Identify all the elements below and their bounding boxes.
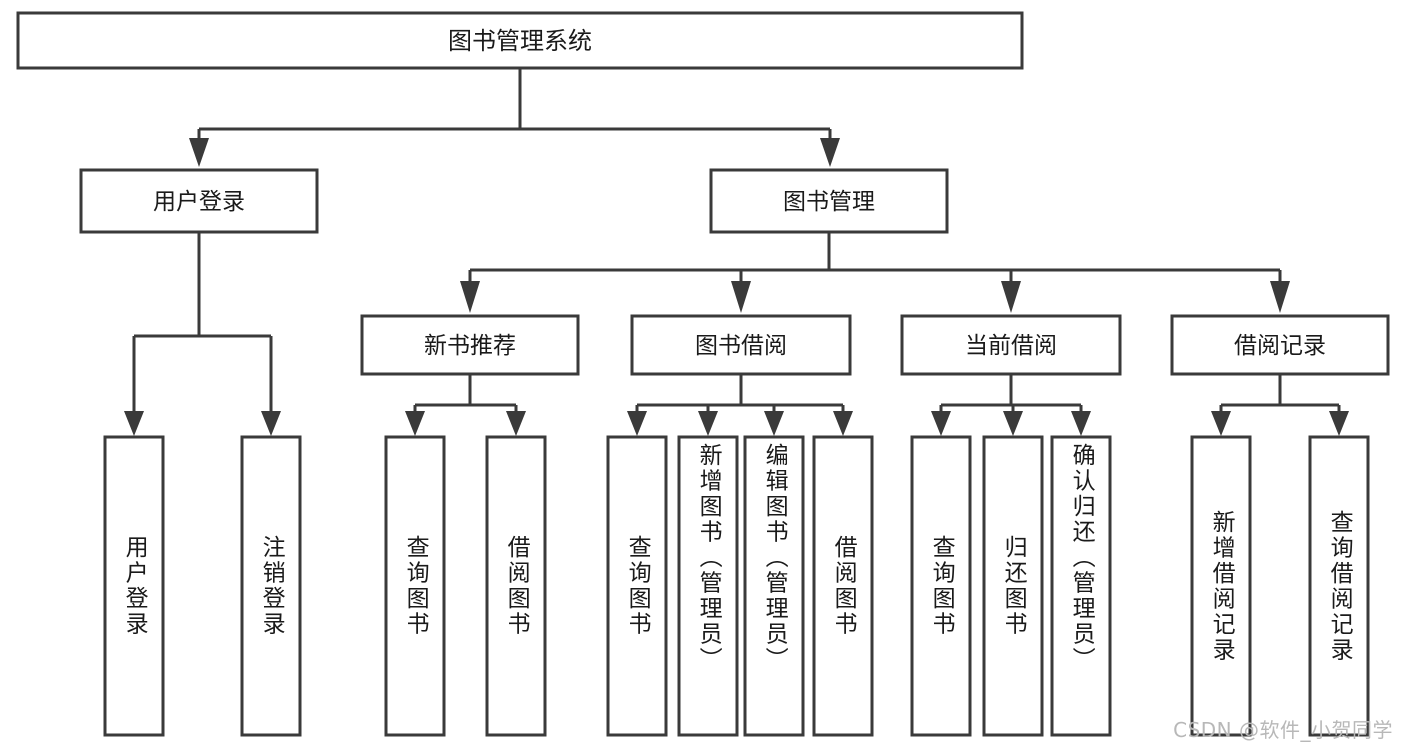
leaf-box-confirm-return-admin[interactable] bbox=[1050, 435, 1112, 737]
arrow-head-icon bbox=[1329, 411, 1349, 436]
arrow-head-icon bbox=[460, 281, 480, 313]
node-new-book-recommend-label: 新书推荐 bbox=[424, 333, 516, 359]
arrow-head-icon bbox=[189, 138, 209, 167]
node-new-book-recommend-box[interactable] bbox=[360, 314, 580, 376]
node-new-book-recommend[interactable]: 新书推荐 bbox=[360, 314, 580, 376]
arrow-head-icon bbox=[405, 411, 425, 436]
leaf-box-return-book[interactable] bbox=[982, 435, 1044, 737]
node-current-borrow[interactable]: 当前借阅 bbox=[900, 314, 1122, 376]
leaf-box-query-book-borrow[interactable] bbox=[606, 435, 668, 737]
arrow-head-icon bbox=[731, 281, 751, 313]
arrow-head-icon bbox=[1071, 411, 1091, 436]
arrow-head-icon bbox=[931, 411, 951, 436]
node-book-borrow[interactable]: 图书借阅 bbox=[630, 314, 852, 376]
csdn-watermark: CSDN @软件_小贺同学 bbox=[1173, 718, 1393, 742]
connector-group-borrow-to-leaves bbox=[627, 374, 853, 436]
node-book-management-box[interactable] bbox=[709, 168, 949, 234]
arrow-head-icon bbox=[820, 138, 840, 167]
leaf-box-borrow-book-rec[interactable] bbox=[485, 435, 547, 737]
node-user-login-label: 用户登录 bbox=[153, 189, 245, 215]
connector-group-current-to-leaves bbox=[931, 374, 1091, 436]
node-current-borrow-label: 当前借阅 bbox=[965, 333, 1057, 359]
connector-group-records-to-leaves bbox=[1211, 374, 1349, 436]
leaf-box-query-book-rec[interactable] bbox=[384, 435, 446, 737]
leaf-box-user-login[interactable] bbox=[103, 435, 165, 737]
arrow-head-icon bbox=[627, 411, 647, 436]
node-root-system[interactable]: 图书管理系统 bbox=[16, 11, 1024, 70]
node-book-borrow-box[interactable] bbox=[630, 314, 852, 376]
leaf-box-query-borrow-record[interactable] bbox=[1308, 435, 1370, 737]
arrow-head-icon bbox=[833, 411, 853, 436]
leaf-box-add-borrow-record[interactable] bbox=[1190, 435, 1252, 737]
node-user-login[interactable]: 用户登录 bbox=[79, 168, 319, 234]
node-borrow-records[interactable]: 借阅记录 bbox=[1170, 314, 1390, 376]
node-current-borrow-box[interactable] bbox=[900, 314, 1122, 376]
leaf-box-logout[interactable] bbox=[240, 435, 302, 737]
arrow-head-icon bbox=[1270, 281, 1290, 313]
connector-group-bookmgmt-to-level3 bbox=[460, 232, 1290, 313]
arrow-head-icon bbox=[698, 411, 718, 436]
node-book-borrow-label: 图书借阅 bbox=[695, 333, 787, 359]
node-borrow-records-box[interactable] bbox=[1170, 314, 1390, 376]
leaf-box-borrow-book[interactable] bbox=[812, 435, 874, 737]
arrow-head-icon bbox=[506, 411, 526, 436]
leaf-box-edit-book-admin[interactable] bbox=[743, 435, 805, 737]
leaf-boxes-group bbox=[103, 435, 1370, 737]
connector-group-newbook-to-leaves bbox=[405, 374, 526, 436]
arrow-head-icon bbox=[261, 411, 281, 436]
arrow-head-icon bbox=[1211, 411, 1231, 436]
arrow-head-icon bbox=[1001, 281, 1021, 313]
arrow-head-icon bbox=[764, 411, 784, 436]
arrow-head-icon bbox=[124, 411, 144, 436]
node-root-box[interactable] bbox=[16, 11, 1024, 70]
leaf-box-query-book-current[interactable] bbox=[910, 435, 972, 737]
leaf-box-add-book-admin[interactable] bbox=[677, 435, 739, 737]
node-root-label: 图书管理系统 bbox=[448, 27, 592, 55]
node-book-management-label: 图书管理 bbox=[783, 189, 875, 215]
connector-group-root-to-level2 bbox=[189, 68, 840, 167]
node-user-login-box[interactable] bbox=[79, 168, 319, 234]
node-book-management[interactable]: 图书管理 bbox=[709, 168, 949, 234]
connector-group-userlogin-to-leaves bbox=[124, 232, 281, 436]
arrow-head-icon bbox=[1003, 411, 1023, 436]
node-borrow-records-label: 借阅记录 bbox=[1234, 333, 1326, 359]
